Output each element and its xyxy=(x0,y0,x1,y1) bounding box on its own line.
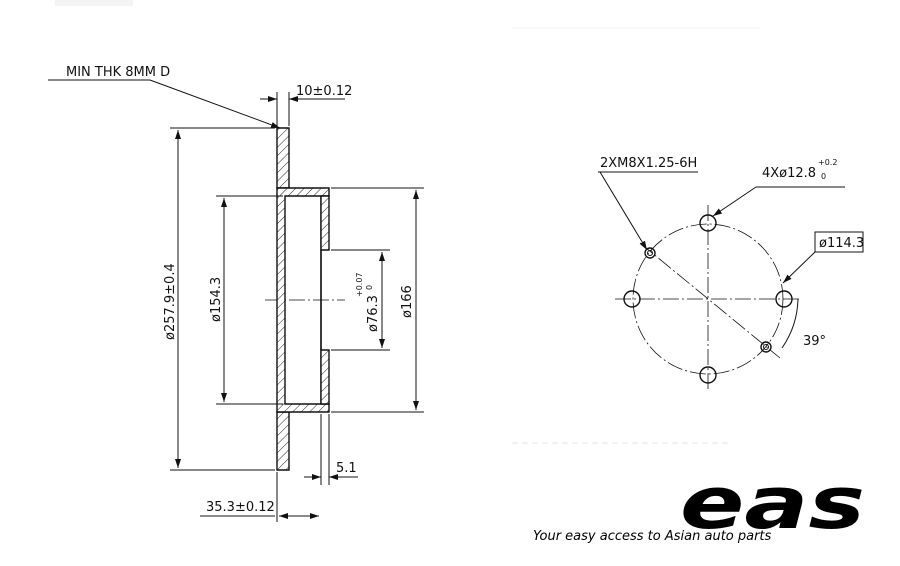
min-thk-label: MIN THK 8MM D xyxy=(66,65,170,80)
pcd-label: ø114.3 xyxy=(819,236,864,251)
bolt-holes-label: 4Xø12.8 xyxy=(762,166,816,181)
thread-hole-1 xyxy=(644,247,656,259)
bolt-hole-right xyxy=(775,290,793,308)
centerline-diag xyxy=(639,242,781,359)
hat-face-bottom xyxy=(320,349,330,405)
brand-name: eas xyxy=(680,461,865,545)
thread-hole-2-inner xyxy=(763,344,769,350)
bore-diameter-label: ø76.3 xyxy=(366,295,381,332)
face-diameter-label: ø166 xyxy=(400,285,415,318)
min-thk-leader xyxy=(149,79,281,129)
bolt-tol-lower: 0 xyxy=(821,172,826,181)
brand-logo: eas Your easy access to Asian auto parts xyxy=(533,461,865,545)
bore-tol-lower: 0 xyxy=(365,285,374,290)
brand-tagline: Your easy access to Asian auto parts xyxy=(533,529,772,544)
side-section-view: MIN THK 8MM D 10±0.12 ø257.9±0.4 ø154.3 … xyxy=(48,65,424,522)
rotor-ring-bottom xyxy=(276,411,290,471)
bolt-hole-bottom xyxy=(699,366,717,384)
thread-hole-1-inner xyxy=(647,250,653,256)
rotor-hat-section xyxy=(276,187,330,413)
hat-thickness-label: 5.1 xyxy=(336,461,357,476)
bolt-tol-upper: +0.2 xyxy=(818,158,837,167)
thread-leader xyxy=(599,171,648,251)
bolt-hole-top xyxy=(699,214,717,232)
hat-diameter-label: ø154.3 xyxy=(209,277,224,322)
bolt-hole-left xyxy=(623,290,641,308)
thread-hole-2 xyxy=(760,341,772,353)
rotor-ring-top xyxy=(276,127,290,189)
bore-tol-upper: +0.07 xyxy=(355,272,364,297)
thickness-label: 10±0.12 xyxy=(296,84,352,99)
pcd-leader xyxy=(782,251,816,284)
bolt-leader xyxy=(712,186,757,217)
pcd-box xyxy=(814,231,864,253)
angle-label: 39° xyxy=(803,334,826,349)
outer-diameter-label: ø257.9±0.4 xyxy=(163,263,178,340)
scan-artifact xyxy=(55,0,133,6)
angle-arc xyxy=(781,298,799,349)
hat-face-top xyxy=(320,195,330,251)
front-view: 2XM8X1.25-6H 4Xø12.8 +0.2 0 ø114.3 39° xyxy=(598,156,864,392)
thread-holes-label: 2XM8X1.25-6H xyxy=(600,156,697,171)
overall-height-label: 35.3±0.12 xyxy=(206,500,275,515)
